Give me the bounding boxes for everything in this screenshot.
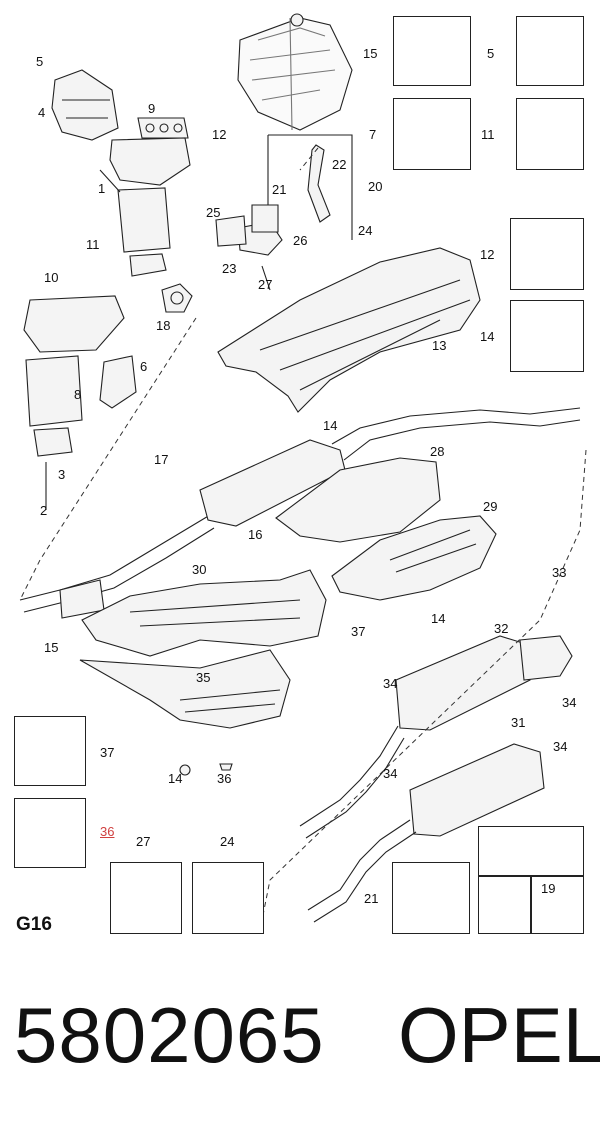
page-label: G16 [16, 914, 52, 935]
callout-label: 2 [40, 503, 48, 518]
callout-label: 23 [222, 261, 237, 276]
front-pipe-16-drawing [19, 514, 211, 601]
box-label: 15 [363, 46, 378, 61]
callout-label: 28 [430, 444, 445, 459]
box-label: 27 [136, 834, 151, 849]
callout-label: 21 [272, 182, 287, 197]
callout-label: 31 [511, 715, 526, 730]
callout-label: 36 [217, 771, 232, 786]
engine-block-drawing [237, 13, 353, 131]
gasket-9-drawing [137, 117, 189, 139]
part-box-11 [516, 98, 584, 170]
callout-label: 10 [44, 270, 59, 285]
callout-label: 3 [58, 467, 66, 482]
rear-muffler-31-drawing [409, 743, 545, 837]
rear-muffler-32-drawing [395, 635, 531, 731]
part-box-21 [392, 862, 470, 934]
callout-label: 12 [212, 127, 227, 142]
heat-shield-30-drawing [81, 569, 327, 657]
part-box-24 [192, 862, 264, 934]
box-label: 5 [487, 46, 495, 61]
callout-label: 29 [483, 499, 498, 514]
heat-shield-35-drawing [79, 649, 291, 729]
callout-label: 32 [494, 621, 509, 636]
callout-label: 18 [156, 318, 171, 333]
bracket-6-drawing [99, 355, 137, 409]
box-label: 19 [541, 881, 556, 896]
box-label: 7 [369, 127, 377, 142]
heat-shield-13-drawing [217, 247, 481, 413]
callout-label: 9 [148, 101, 156, 116]
callout-label: 20 [368, 179, 383, 194]
part-box-14 [510, 300, 584, 372]
callout-label: 27 [258, 277, 273, 292]
box-label: 24 [220, 834, 235, 849]
callout-label: 34 [383, 766, 398, 781]
heat-shield-4-drawing [51, 69, 119, 141]
part-box-19 [531, 876, 584, 934]
callout-label: 11 [86, 237, 100, 252]
callout-label: 13 [432, 338, 447, 353]
part-box-oil [478, 876, 531, 934]
box-label-highlighted: 36 [100, 824, 115, 839]
box-label: 12 [480, 247, 495, 262]
callout-label: 1 [98, 181, 106, 196]
box-label: 37 [100, 745, 115, 760]
callout-label: 5 [36, 54, 44, 69]
callout-label: 37 [351, 624, 366, 639]
part-box-15 [393, 16, 471, 86]
part-box-7 [393, 98, 471, 170]
callout-label: 33 [552, 565, 567, 580]
manifold-1-drawing [109, 137, 191, 186]
callout-label: 14 [323, 418, 338, 433]
part-box-manual [478, 826, 584, 876]
callout-label: 34 [562, 695, 577, 710]
callout-label: 17 [154, 452, 169, 467]
gasket-18-drawing [161, 283, 193, 313]
callout-label: 26 [293, 233, 308, 248]
box-label: 11 [481, 127, 495, 142]
part-box-36 [14, 798, 86, 868]
part-box-12 [510, 218, 584, 290]
part-box-5 [516, 16, 584, 86]
callout-label: 16 [248, 527, 263, 542]
callout-label: 15 [44, 640, 59, 655]
part-number: 5802065 [14, 991, 325, 1079]
callout-label: 6 [140, 359, 148, 374]
callout-label: 35 [196, 670, 211, 685]
box-label: 14 [480, 329, 495, 344]
callout-label: 4 [38, 105, 46, 120]
callout-label: 22 [332, 157, 347, 172]
part-box-27 [110, 862, 182, 934]
manifold-10-drawing [23, 295, 125, 353]
callout-label: 30 [192, 562, 207, 577]
callout-label: 14 [431, 611, 446, 626]
heat-shield-29-drawing [331, 515, 497, 601]
callout-label: 25 [206, 205, 221, 220]
callout-label: 24 [358, 223, 373, 238]
callout-label: 34 [383, 676, 398, 691]
callout-label: 14 [168, 771, 183, 786]
part-box-37 [14, 716, 86, 786]
brand-name: OPEL [398, 991, 600, 1079]
callout-label: 8 [74, 387, 82, 402]
heat-shield-28-drawing [275, 457, 441, 543]
callout-label: 34 [553, 739, 568, 754]
box-label: 21 [364, 891, 379, 906]
